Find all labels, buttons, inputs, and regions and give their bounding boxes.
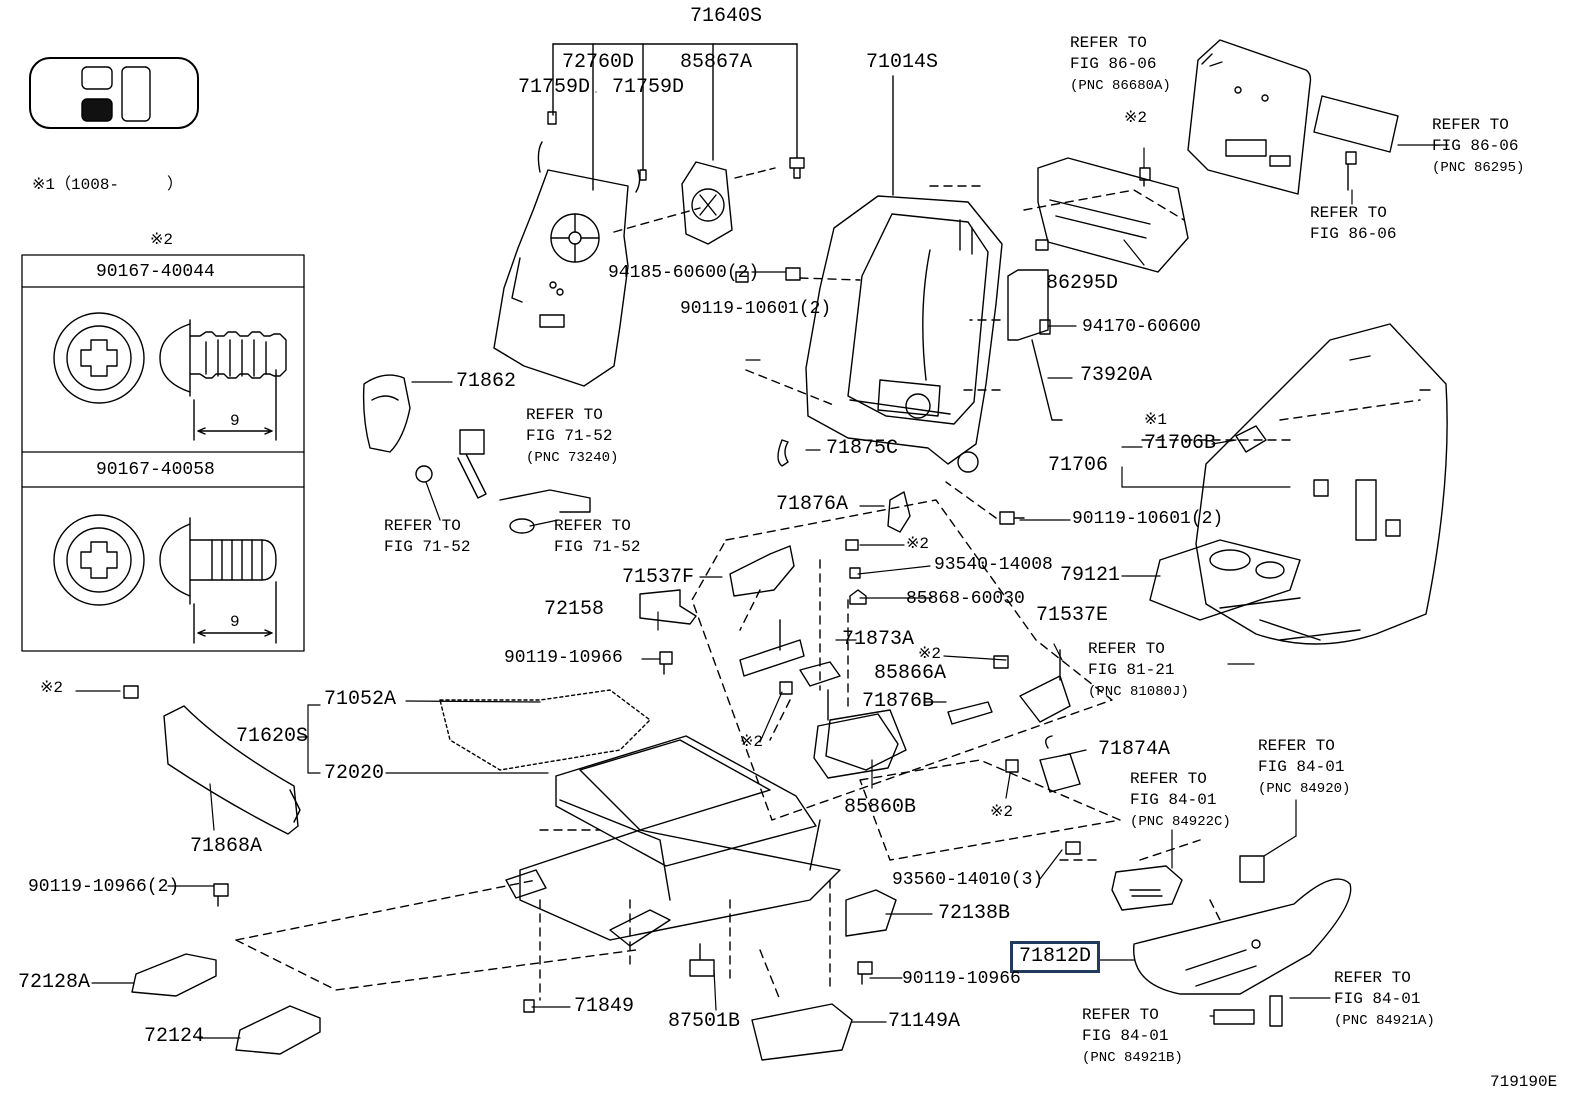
part-87501B: 87501B: [668, 1010, 741, 1033]
mark-93540: ※2: [906, 535, 930, 553]
seat-cushion-frame: [439, 689, 841, 947]
seatback-frame: [805, 195, 1003, 473]
seatbelt-buckle: [415, 429, 591, 534]
part-90119-10601-a: 90119-10601(2): [680, 299, 832, 319]
footnote-1: ※1（1008- ）: [32, 176, 184, 194]
part-71620S: 71620S: [236, 725, 309, 748]
part-85868-60030: 85868-60030: [906, 589, 1025, 609]
part-85867A: 85867A: [680, 51, 753, 74]
bolt-top: [789, 157, 805, 179]
part-93540-14008: 93540-14008: [934, 555, 1053, 575]
console-79121: [1149, 539, 1361, 641]
part-71876B: 71876B: [862, 690, 935, 713]
part-71706B: 71706B: [1144, 432, 1217, 455]
part-90119-10966-a: 90119-10966: [504, 648, 623, 668]
part-72760D: 72760D: [562, 51, 635, 74]
part-94170-60600: 94170-60600: [1082, 317, 1201, 337]
bolt-90167-40058-drawing: [53, 514, 277, 644]
part-85866A: 85866A: [874, 662, 947, 685]
side-shield-71868A: [163, 705, 301, 835]
inset-bolt-2-dimension: 9: [230, 613, 240, 631]
part-71868A: 71868A: [190, 835, 263, 858]
part-72124: 72124: [144, 1025, 205, 1048]
inset-bolt-1-part: 90167-40044: [96, 262, 215, 282]
inset-bolt-2-part: 90167-40058: [96, 460, 215, 480]
part-72138B: 72138B: [938, 902, 1011, 925]
track-covers: [131, 943, 853, 1061]
part-94185-60600: 94185-60600(2): [608, 263, 760, 283]
small-fasteners: [123, 239, 1081, 1013]
bracket-86295D: [1037, 157, 1189, 273]
part-72020: 72020: [324, 762, 385, 785]
part-71875C: 71875C: [826, 437, 899, 460]
lumbar-motor: [681, 161, 776, 245]
side-panel-71812D: [1133, 855, 1352, 1027]
figure-id: 719190E: [1490, 1073, 1558, 1091]
part-71759D-right: 71759D: [612, 76, 685, 99]
part-71052A: 71052A: [324, 688, 397, 711]
bolt-90167-40044-drawing: [53, 312, 287, 441]
part-71876A: 71876A: [776, 493, 849, 516]
seat-brackets: [639, 439, 1081, 793]
mark-71868A: ※2: [40, 679, 64, 697]
part-85860B: 85860B: [844, 796, 917, 819]
lumbar-support-plate: [493, 111, 647, 387]
switch-84922C: [1111, 865, 1183, 911]
part-71759D-left: 71759D: [518, 76, 591, 99]
part-71873A: 71873A: [842, 628, 915, 651]
part-72128A: 72128A: [18, 971, 91, 994]
mark-71874A: ※2: [990, 803, 1014, 821]
part-71862: 71862: [456, 370, 517, 393]
leader-71640S: [552, 43, 894, 196]
seatback-board: [1187, 39, 1399, 195]
leader-lines: [75, 61, 1449, 1039]
mark-86295: ※2: [1124, 109, 1148, 127]
seat-position-icon: [29, 57, 199, 129]
mark-71706B: ※1: [1144, 411, 1168, 429]
seatback-cover: [1195, 323, 1448, 645]
part-71874A: 71874A: [1098, 738, 1171, 761]
mark-85866A: ※2: [918, 645, 942, 663]
bracket-72138B: [845, 889, 897, 937]
part-79121: 79121: [1060, 564, 1121, 587]
motor-85860B: [813, 689, 899, 779]
part-71537E: 71537E: [1036, 604, 1109, 627]
part-73920A: 73920A: [1080, 364, 1153, 387]
part-71149A: 71149A: [888, 1010, 961, 1033]
part-71706: 71706: [1048, 454, 1109, 477]
trim-71862: [362, 374, 411, 453]
part-90119-10966-2: 90119-10966(2): [28, 877, 180, 897]
part-71014S: 71014S: [866, 51, 939, 74]
part-71812D-highlighted[interactable]: 71812D: [1010, 941, 1101, 973]
part-86295D: 86295D: [1046, 272, 1119, 295]
part-90119-10601-b: 90119-10601(2): [1072, 509, 1224, 529]
mark-71873A: ※2: [740, 733, 764, 751]
part-90119-10966-b: 90119-10966: [902, 969, 1021, 989]
part-71849: 71849: [574, 995, 635, 1018]
airbag-73920A: [1007, 269, 1063, 421]
bolt-inset-frame: [21, 254, 305, 652]
part-93560-14010: 93560-14010(3): [892, 870, 1044, 890]
inset-mark: ※2: [150, 231, 174, 249]
part-71640S: 71640S: [690, 5, 763, 28]
inset-bolt-1-dimension: 9: [230, 412, 240, 430]
assembly-dashed-lines: [235, 185, 1421, 1001]
part-71537F: 71537F: [622, 566, 695, 589]
part-72158: 72158: [544, 598, 605, 621]
